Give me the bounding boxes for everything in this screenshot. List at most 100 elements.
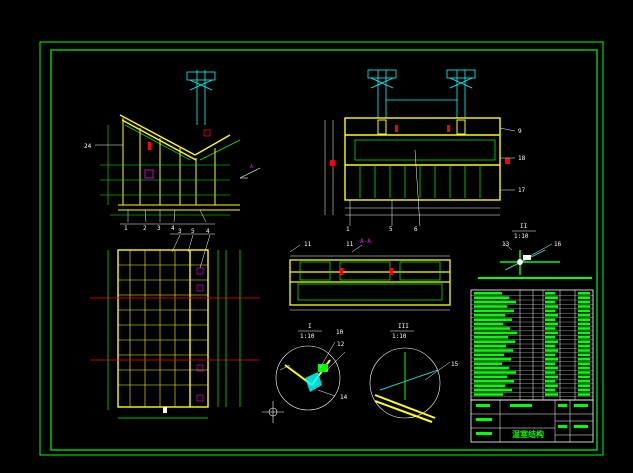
detail-iii-view: III 1:10 15: [369, 323, 459, 423]
parts-row-note: [578, 353, 590, 357]
drawing-frame: [39, 41, 604, 456]
parts-row-material: [545, 336, 555, 339]
callout-4-plan: 4: [206, 228, 210, 235]
callout-16: 16: [554, 241, 562, 248]
parts-row-name: [474, 327, 510, 330]
parts-row-note: [578, 349, 590, 352]
parts-row-name: [474, 322, 503, 326]
callout-4-side: 4: [171, 225, 175, 232]
parts-row-name: [474, 318, 512, 321]
plan-section-lines: [90, 297, 260, 361]
parts-row-name: [474, 375, 507, 379]
parts-row-note: [578, 388, 590, 392]
side-roof: [119, 114, 231, 161]
title-block-drawing-name: 温室结构: [512, 429, 544, 439]
parts-row-name: [474, 331, 517, 335]
callout-3-plan: 3: [178, 228, 182, 235]
parts-row-name: [474, 336, 508, 339]
callout-1-front: 1: [346, 226, 350, 233]
parts-row-material: [545, 344, 555, 348]
parts-row-material: [545, 353, 555, 357]
callout-3-side: 3: [157, 225, 161, 232]
side-arrow-a: [239, 167, 261, 179]
parts-row-material: [545, 366, 558, 370]
parts-row-material: [545, 358, 558, 361]
parts-row-name: [474, 371, 516, 374]
callout-11-b: 11: [346, 241, 354, 248]
parts-row-note: [578, 366, 590, 370]
callout-24: 24: [84, 143, 92, 150]
title-block: 温室结构: [470, 399, 594, 443]
parts-row-note: [578, 314, 590, 317]
callout-11-a: 11: [304, 241, 312, 248]
callout-2-side: 2: [143, 225, 147, 232]
parts-row-material: [545, 309, 555, 313]
parts-row-material: [545, 322, 558, 326]
front-dimension-lines: [324, 120, 500, 216]
parts-row-note: [578, 340, 590, 343]
parts-row-material: [545, 331, 558, 335]
parts-row-note: [578, 371, 590, 374]
callout-5-front: 5: [389, 226, 393, 233]
detail-iii-scale: 1:10: [392, 333, 407, 340]
detail-iii-label: III: [398, 323, 409, 330]
parts-row-note: [578, 393, 590, 396]
parts-row-material: [545, 375, 558, 379]
parts-row-name: [474, 353, 504, 357]
callout-13: 13: [502, 241, 510, 248]
parts-row-material: [545, 292, 555, 295]
parts-row-material: [545, 318, 555, 321]
parts-row-name: [474, 292, 502, 295]
parts-row-note: [578, 309, 590, 313]
front-elevation-view: 9 18 17 1 5 6: [324, 69, 526, 233]
parts-row-name: [474, 300, 516, 304]
parts-row-material: [545, 371, 555, 374]
side-elevation-view: A 24 1 2 3 4: [84, 70, 261, 232]
detail-ii-view: II 1:10 13 16: [478, 223, 592, 279]
section-aa-view: 11 11 A-A: [289, 238, 451, 311]
callout-17: 17: [518, 187, 526, 194]
parts-row-name: [474, 380, 514, 383]
parts-row-material: [545, 300, 555, 304]
plan-grid: [118, 250, 208, 407]
parts-row-name: [474, 366, 509, 370]
detail-i-view: I 1:10 10 12 14: [275, 323, 348, 411]
callout-1-side: 1: [124, 225, 128, 232]
parts-list-table: [470, 289, 594, 401]
parts-list-rows: [471, 292, 593, 397]
plan-view: 3 5 4: [90, 228, 260, 419]
parts-row-material: [545, 340, 558, 343]
side-vent-pipe: [186, 70, 216, 125]
parts-row-note: [578, 296, 590, 299]
side-leaders: [95, 144, 215, 225]
parts-row-material: [545, 362, 555, 365]
parts-row-note: [578, 300, 590, 304]
front-frame: [344, 117, 501, 201]
parts-row-note: [578, 362, 590, 365]
plan-leaders: [170, 233, 215, 269]
parts-row-material: [545, 327, 555, 330]
direction-a-label: A: [250, 164, 253, 170]
parts-row-note: [578, 375, 590, 379]
detail-i-scale: 1:10: [300, 333, 315, 340]
parts-row-name: [474, 393, 503, 396]
detail-ii-scale: 1:10: [514, 233, 529, 240]
parts-row-material: [545, 393, 558, 396]
parts-row-material: [545, 388, 555, 392]
parts-row-note: [578, 384, 590, 387]
callout-14: 14: [340, 394, 348, 401]
parts-row-material: [545, 314, 558, 317]
parts-row-note: [578, 318, 590, 321]
parts-row-note: [578, 380, 590, 383]
callout-9: 9: [518, 128, 522, 135]
parts-row-note: [578, 327, 590, 330]
section-frame: [289, 259, 451, 306]
parts-row-name: [474, 314, 505, 317]
parts-row-name: [474, 340, 515, 343]
side-roof-cover: [124, 124, 241, 161]
detail-ii-label: II: [520, 223, 528, 230]
datum-symbol: [262, 401, 284, 423]
parts-row-name: [474, 305, 507, 308]
front-leaders: [349, 127, 516, 227]
